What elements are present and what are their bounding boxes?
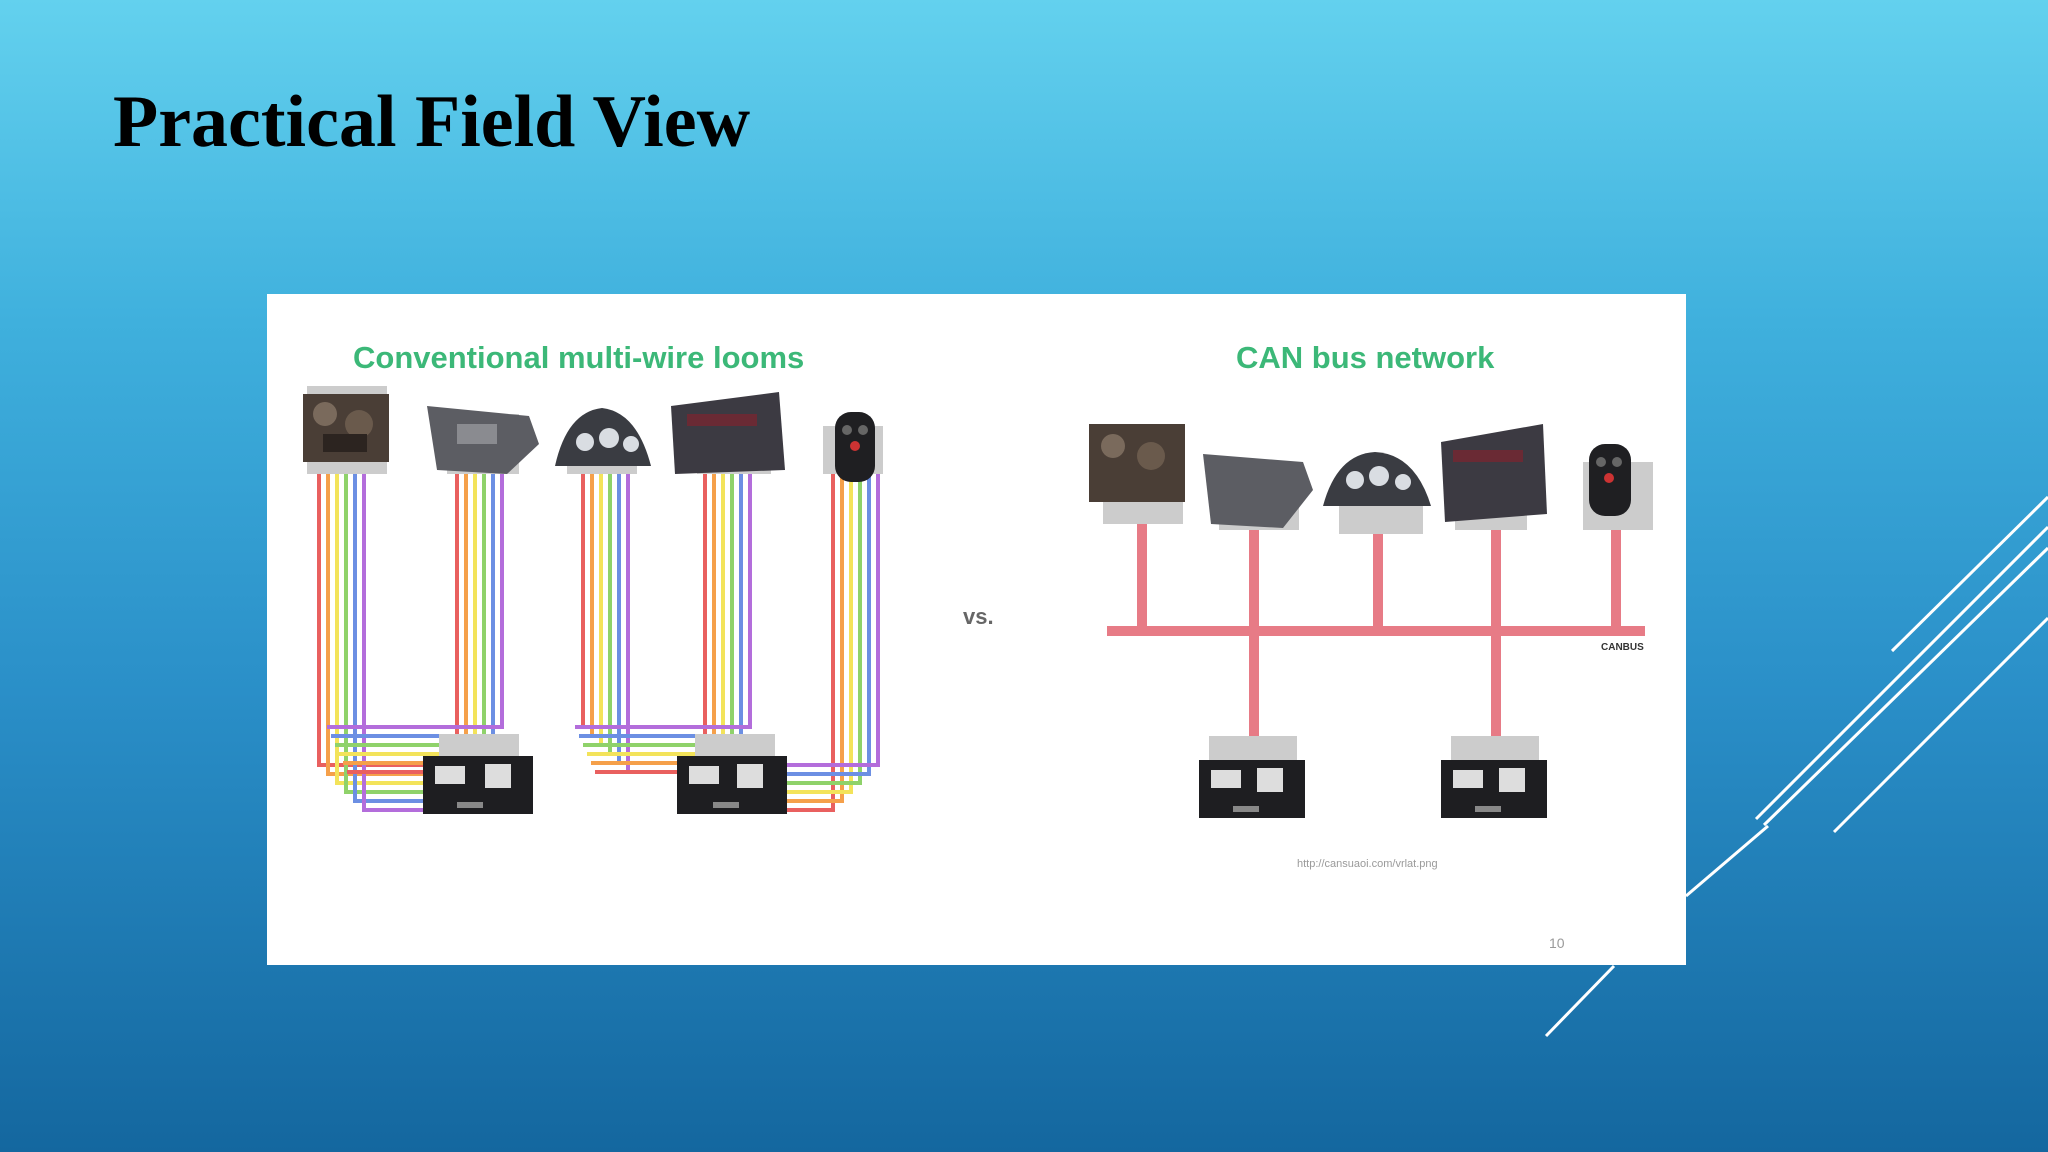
transmission-wire	[339, 474, 477, 756]
door-panel-component	[671, 392, 785, 474]
engine-component	[303, 386, 389, 474]
page-number: 10	[1549, 935, 1565, 951]
ecu-left-1	[423, 734, 533, 814]
ecu-right-2	[1441, 736, 1547, 818]
key-fob-component-right	[1583, 444, 1653, 530]
engine-component-right	[1089, 424, 1185, 524]
vs-label: vs.	[963, 604, 994, 629]
door-wire	[575, 474, 752, 729]
engine-wire	[317, 474, 469, 767]
left-ecus	[423, 734, 787, 814]
transmission-component	[427, 406, 539, 474]
instrument-cluster-component-right	[1323, 452, 1431, 534]
cluster-wire	[599, 474, 741, 747]
right-components	[1089, 424, 1653, 534]
loom-wires	[317, 474, 880, 812]
left-components	[303, 386, 883, 482]
can-bus: CANBUS	[1107, 524, 1645, 750]
can-bus-line	[1107, 626, 1645, 636]
door-panel-component-right	[1441, 424, 1547, 530]
transmission-wire	[335, 474, 486, 747]
door-wire	[583, 474, 734, 747]
door-wire	[587, 474, 725, 756]
ecu-left-2	[677, 734, 787, 814]
left-caption: Conventional multi-wire looms	[353, 340, 804, 375]
diagram-panel: Conventional multi-wire looms CAN bus ne…	[267, 294, 1686, 965]
key-fob-component	[823, 412, 883, 482]
canbus-label: CANBUS	[1601, 642, 1644, 653]
cluster-wire	[581, 474, 733, 729]
ecu-right-1	[1199, 736, 1305, 818]
right-ecus	[1199, 736, 1547, 818]
door-wire	[579, 474, 743, 738]
instrument-cluster-component	[555, 408, 651, 474]
slide-title: Practical Field View	[113, 81, 751, 163]
transmission-wire	[327, 474, 504, 729]
source-url: http://cansuaoi.com/vrlat.png	[1297, 858, 1438, 870]
cluster-wire	[617, 474, 749, 765]
right-caption: CAN bus network	[1236, 340, 1495, 375]
transmission-component-right	[1203, 454, 1313, 530]
transmission-wire	[343, 474, 468, 765]
